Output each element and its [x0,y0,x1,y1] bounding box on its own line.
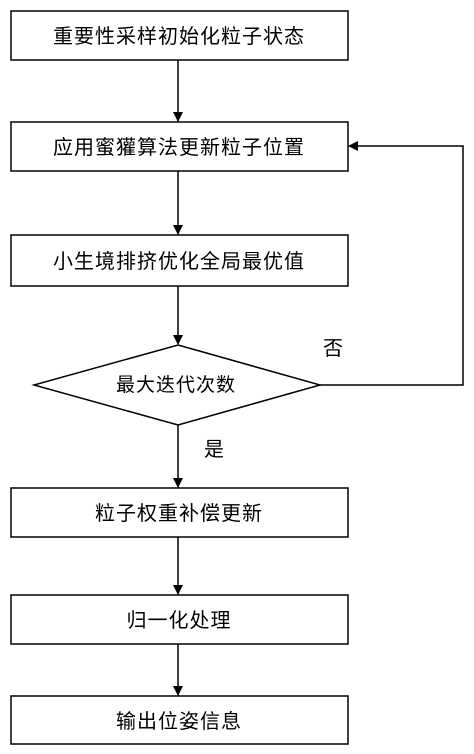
step-niche-box: 小生境排挤优化全局最优值 [10,234,349,287]
edge-label-no: 否 [323,336,343,360]
step-init-label: 重要性采样初始化粒子状态 [53,24,305,48]
decision-max-iterations-label: 最大迭代次数 [116,374,236,396]
step-init-box: 重要性采样初始化粒子状态 [10,10,349,61]
step-normalize-box: 归一化处理 [10,594,349,645]
decision-max-iterations: 最大迭代次数 [31,344,323,426]
step-weight-update-label: 粒子权重补偿更新 [95,501,263,525]
step-normalize-label: 归一化处理 [127,608,232,632]
step-output-box: 输出位姿信息 [10,695,349,745]
step-output-label: 输出位姿信息 [116,709,242,733]
step-update-position-box: 应用蜜獾算法更新粒子位置 [10,121,349,172]
arrow-loop-back [320,141,464,386]
step-niche-label: 小生境排挤优化全局最优值 [53,249,305,273]
step-weight-update-box: 粒子权重补偿更新 [10,487,349,538]
step-update-position-label: 应用蜜獾算法更新粒子位置 [53,135,305,159]
edge-label-yes: 是 [204,437,224,461]
